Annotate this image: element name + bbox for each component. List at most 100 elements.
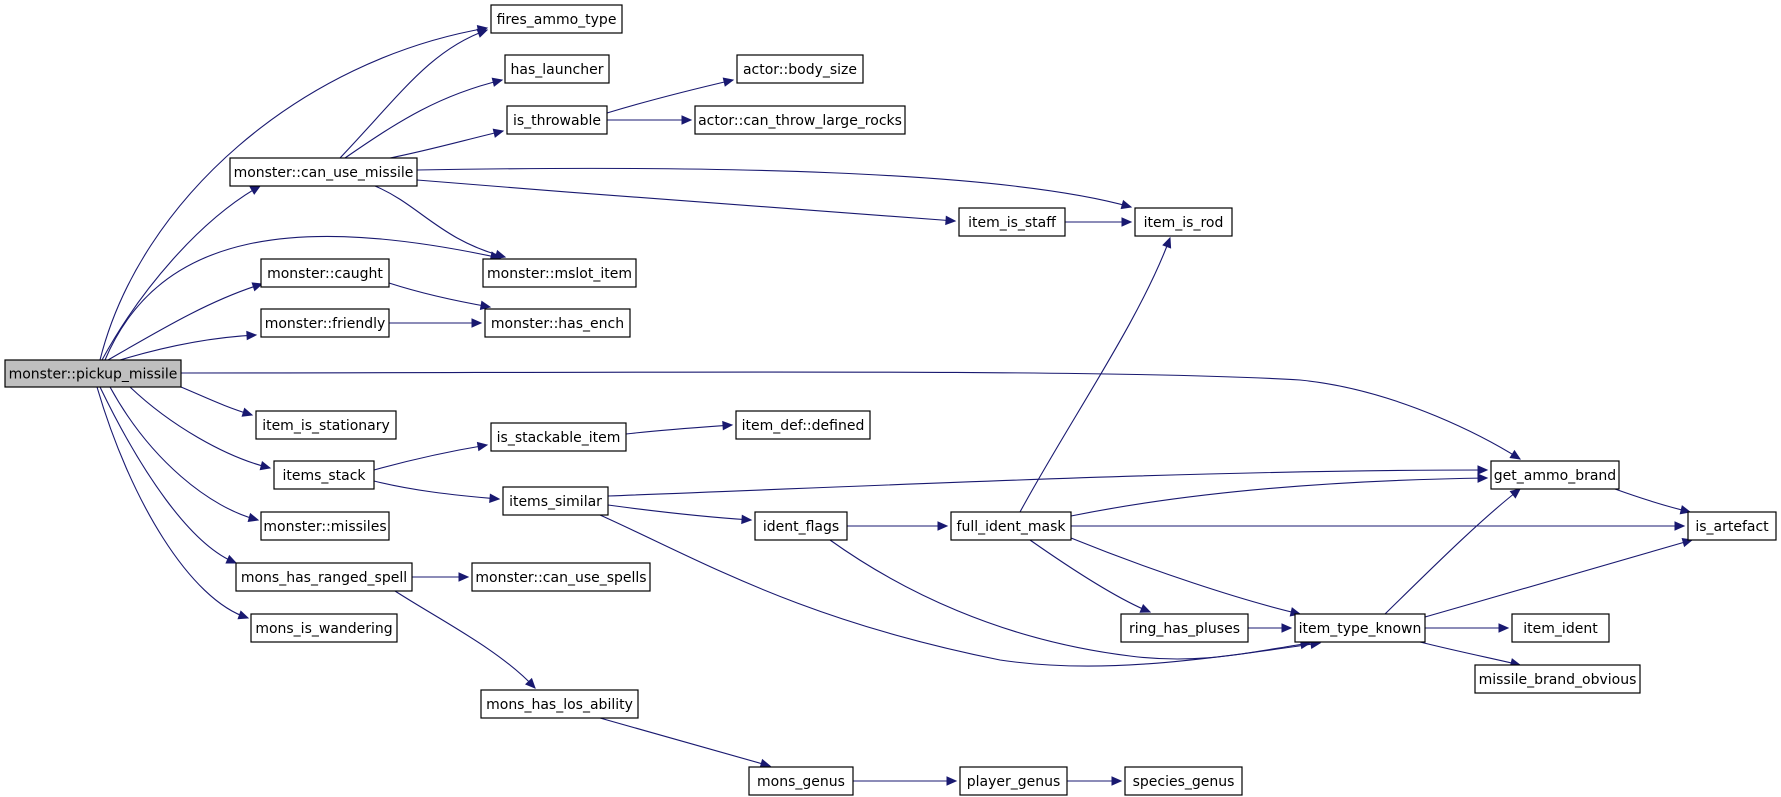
node-box[interactable] <box>235 562 413 592</box>
node-box[interactable] <box>694 105 906 135</box>
edge-line <box>1614 488 1691 513</box>
node-box[interactable] <box>229 157 418 187</box>
node-label: item_type_known <box>1299 621 1422 637</box>
node-mons-is-wandering[interactable]: mons_is_wandering <box>250 613 398 643</box>
node-item-def-defined[interactable]: item_def::defined <box>735 410 871 440</box>
edge-line <box>101 185 261 361</box>
node-box[interactable] <box>1134 207 1233 237</box>
arrowhead <box>1120 199 1133 210</box>
node-box[interactable] <box>471 562 651 592</box>
node-box[interactable] <box>748 766 854 796</box>
edge-line <box>606 79 734 114</box>
node-box[interactable] <box>1294 613 1426 643</box>
node-full-ident-mask[interactable]: full_ident_mask <box>950 511 1072 541</box>
edge-line <box>829 539 1311 660</box>
node-item-is-staff[interactable]: item_is_staff <box>958 207 1066 237</box>
node-box[interactable] <box>250 613 398 643</box>
node-box[interactable] <box>504 54 610 84</box>
node-label: actor::can_throw_large_rocks <box>698 113 902 129</box>
node-box[interactable] <box>502 486 609 516</box>
node-label: items_similar <box>509 494 602 510</box>
node-box[interactable] <box>1687 511 1777 541</box>
node-box[interactable] <box>260 308 390 338</box>
arrowhead <box>681 115 693 125</box>
node-mons-has-ranged-spell[interactable]: mons_has_ranged_spell <box>235 562 413 592</box>
arrowhead <box>492 128 505 138</box>
node-box[interactable] <box>480 689 639 719</box>
node-label: item_is_stationary <box>262 418 390 434</box>
node-missile-brand-obvious[interactable]: missile_brand_obvious <box>1474 664 1641 694</box>
node-label: ident_flags <box>763 519 839 535</box>
arrowhead <box>247 512 260 523</box>
node-box[interactable] <box>736 54 864 84</box>
node-box[interactable] <box>754 511 848 541</box>
node-box[interactable] <box>260 511 390 541</box>
arrowhead <box>741 514 753 525</box>
node-box[interactable] <box>506 105 608 135</box>
edge-pickup_missile-to-items_stack <box>129 386 272 471</box>
node-item-is-rod[interactable]: item_is_rod <box>1134 207 1233 237</box>
node-label: actor::body_size <box>743 62 857 78</box>
node-label: item_ident <box>1523 621 1598 637</box>
node-label: mons_genus <box>757 774 845 790</box>
node-item-ident[interactable]: item_ident <box>1511 613 1610 643</box>
node-has-ench[interactable]: monster::has_ench <box>484 308 631 338</box>
node-fires-ammo-type[interactable]: fires_ammo_type <box>490 4 623 34</box>
node-is-artefact[interactable]: is_artefact <box>1687 511 1777 541</box>
arrowhead <box>946 776 958 786</box>
edge-is_throwable-to-actor_can_throw_large_rocks <box>607 115 693 125</box>
node-box[interactable] <box>260 258 390 288</box>
node-box[interactable] <box>4 359 182 388</box>
edge-line <box>109 386 259 521</box>
node-friendly[interactable]: monster::friendly <box>260 308 390 338</box>
node-item-type-known[interactable]: item_type_known <box>1294 613 1426 643</box>
node-box[interactable] <box>1511 613 1610 643</box>
edge-line <box>107 283 263 361</box>
node-label: is_stackable_item <box>497 430 621 446</box>
node-get-ammo-brand[interactable]: get_ammo_brand <box>1490 460 1620 490</box>
node-mons-genus[interactable]: mons_genus <box>748 766 854 796</box>
node-ring-has-pluses[interactable]: ring_has_pluses <box>1120 613 1249 643</box>
node-is-throwable[interactable]: is_throwable <box>506 105 608 135</box>
node-box[interactable] <box>1490 460 1620 490</box>
node-box[interactable] <box>484 308 631 338</box>
node-box[interactable] <box>1474 664 1641 694</box>
node-label: missile_brand_obvious <box>1479 672 1637 688</box>
edge-line <box>394 590 536 689</box>
node-caught[interactable]: monster::caught <box>260 258 390 288</box>
node-player-genus[interactable]: player_genus <box>959 766 1068 796</box>
edge-item_type_known-to-missile_brand_obvious <box>1419 641 1522 668</box>
node-box[interactable] <box>958 207 1066 237</box>
edge-line <box>388 282 491 308</box>
node-item-is-stationary[interactable]: item_is_stationary <box>255 410 397 440</box>
node-species-genus[interactable]: species_genus <box>1124 766 1243 796</box>
node-box[interactable] <box>273 460 375 490</box>
arrowhead <box>458 572 470 582</box>
node-is-stackable-item[interactable]: is_stackable_item <box>490 422 627 452</box>
node-mons-has-los-ability[interactable]: mons_has_los_ability <box>480 689 639 719</box>
node-can-use-missile[interactable]: monster::can_use_missile <box>229 157 418 187</box>
node-can-use-spells[interactable]: monster::can_use_spells <box>471 562 651 592</box>
node-box[interactable] <box>1120 613 1249 643</box>
arrowhead <box>471 318 483 328</box>
node-missiles[interactable]: monster::missiles <box>260 511 390 541</box>
node-ident-flags[interactable]: ident_flags <box>754 511 848 541</box>
node-actor-body-size[interactable]: actor::body_size <box>736 54 864 84</box>
edge-line <box>344 79 503 159</box>
node-box[interactable] <box>490 4 623 34</box>
node-actor-can-throw-large-rocks[interactable]: actor::can_throw_large_rocks <box>694 105 906 135</box>
node-pickup-missile[interactable]: monster::pickup_missile <box>4 359 182 388</box>
node-box[interactable] <box>959 766 1068 796</box>
node-items-similar[interactable]: items_similar <box>502 486 609 516</box>
edge-items_stack-to-is_stackable_item <box>373 441 489 471</box>
node-box[interactable] <box>950 511 1072 541</box>
node-box[interactable] <box>1124 766 1243 796</box>
node-mslot-item[interactable]: monster::mslot_item <box>482 258 637 288</box>
node-label: monster::mslot_item <box>487 266 632 282</box>
node-has-launcher[interactable]: has_launcher <box>504 54 610 84</box>
node-items-stack[interactable]: items_stack <box>273 460 375 490</box>
node-box[interactable] <box>482 258 637 288</box>
node-box[interactable] <box>735 410 871 440</box>
node-box[interactable] <box>490 422 627 452</box>
node-box[interactable] <box>255 410 397 440</box>
